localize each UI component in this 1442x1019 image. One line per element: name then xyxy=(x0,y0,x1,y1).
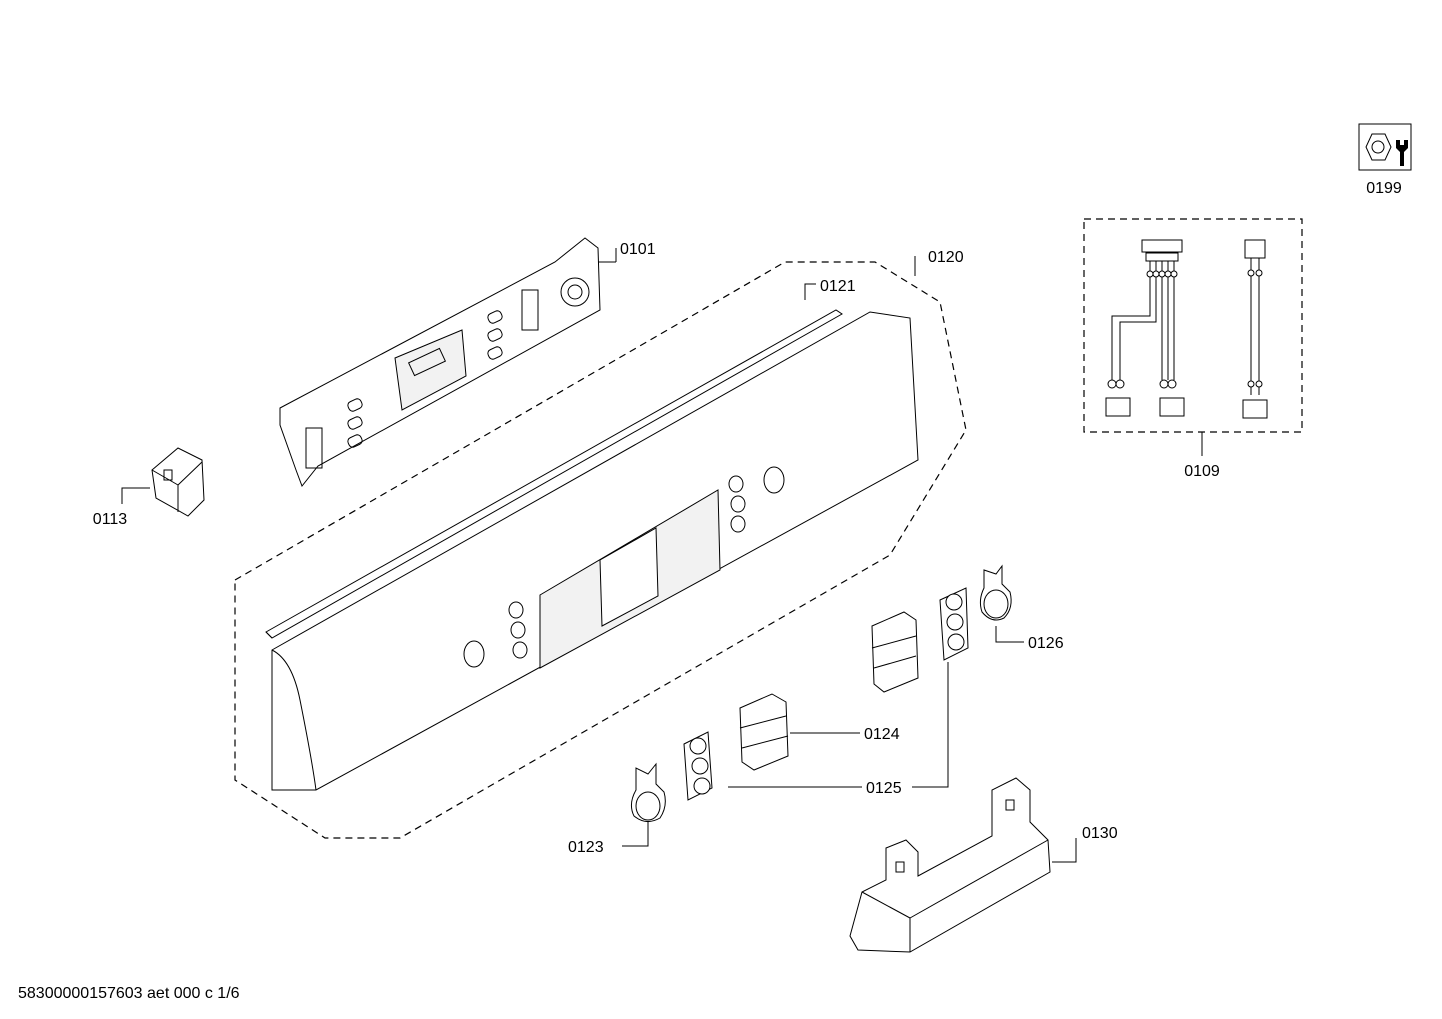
callout-0130[interactable]: 0130 xyxy=(1082,825,1118,842)
callout-0199[interactable]: 0199 xyxy=(1366,180,1402,197)
callout-0101[interactable]: 0101 xyxy=(620,241,656,258)
button-strip-left[interactable] xyxy=(739,693,789,771)
rotary-knob-right[interactable] xyxy=(979,564,1012,621)
callout-0123[interactable]: 0123 xyxy=(568,839,604,856)
callout-0126[interactable]: 0126 xyxy=(1028,635,1064,652)
callout-0121[interactable]: 0121 xyxy=(820,278,856,295)
callout-0120[interactable]: 0120 xyxy=(928,249,964,266)
trim-strip[interactable] xyxy=(265,309,843,639)
rotary-knob-left[interactable] xyxy=(630,762,666,822)
callout-0109[interactable]: 0109 xyxy=(1184,463,1220,480)
control-panel-fascia[interactable] xyxy=(271,311,919,791)
fixing-clip[interactable] xyxy=(151,447,205,517)
base-bracket[interactable] xyxy=(849,777,1051,953)
wire-harness-assembly[interactable] xyxy=(1083,218,1303,456)
callout-0113[interactable]: 0113 xyxy=(93,511,128,528)
callout-0125[interactable]: 0125 xyxy=(866,780,902,797)
electronic-control-module[interactable] xyxy=(279,237,601,487)
callout-0124[interactable]: 0124 xyxy=(864,726,900,743)
push-buttons-right[interactable] xyxy=(939,587,969,661)
button-strip-right[interactable] xyxy=(871,611,919,693)
hex-nut-and-wrench-icon[interactable] xyxy=(1358,123,1412,171)
push-buttons-left[interactable] xyxy=(683,731,713,801)
document-footer-code: 58300000157603 aet 000 c 1/6 xyxy=(18,985,240,1002)
